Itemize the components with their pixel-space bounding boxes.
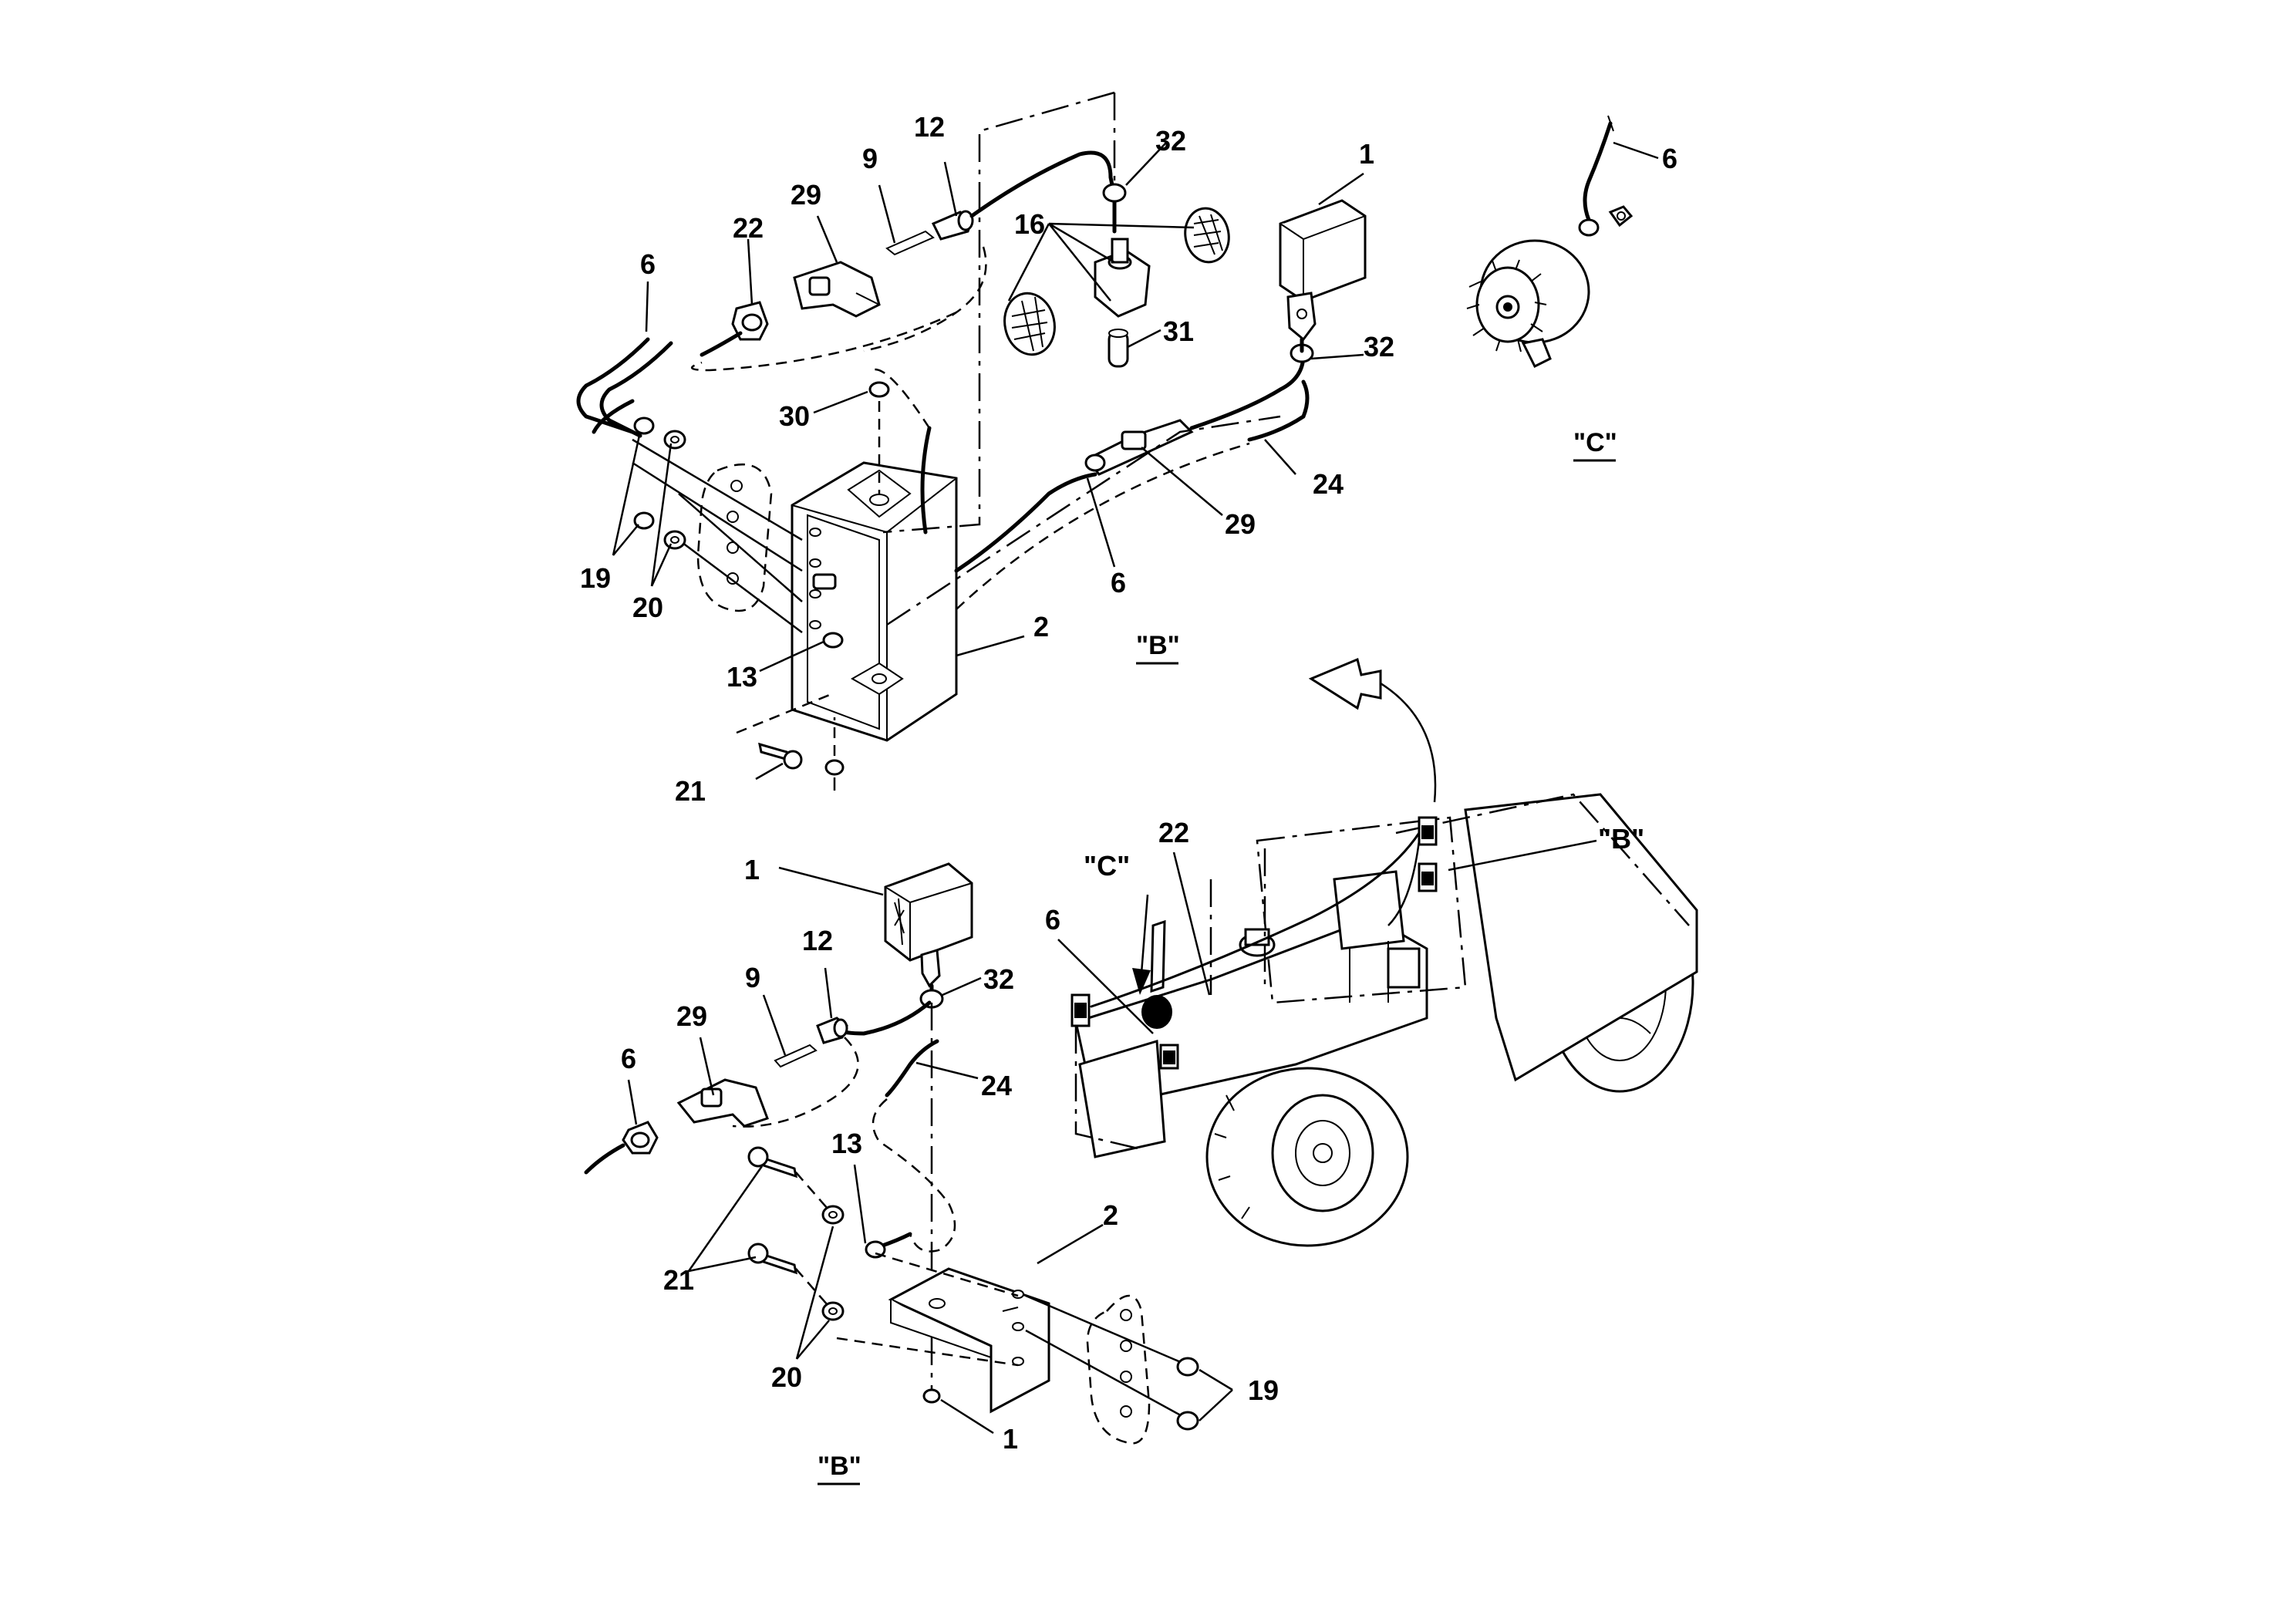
callout-29-bottom: 29 [676,1000,707,1032]
callout-30-top: 30 [779,400,810,432]
leader-lines [612,141,1659,1435]
callout-24-top: 24 [1313,468,1344,500]
lower-assembly [584,862,1199,1445]
callout-6-bottom: 6 [621,1043,636,1074]
callout-32-top-b: 32 [1364,331,1394,363]
callout-32-bottom: 32 [983,963,1014,995]
callout-29-top-a: 29 [791,179,821,211]
callout-6-top-b: 6 [1111,567,1126,599]
callout-13-bottom: 13 [831,1128,862,1159]
view-c-alternator [1466,115,1633,369]
work-lamp-bottom [884,862,973,997]
callout-12-top: 12 [914,111,945,143]
callout-2-bottom: 2 [1103,1199,1118,1231]
callout-32-top-a: 32 [1155,125,1186,157]
callout-24-bottom: 24 [981,1070,1012,1101]
callout-29-top-b: 29 [1225,508,1256,540]
roller-machine [1070,657,1698,1247]
callout-20-top: 20 [632,592,663,623]
view-label-b-top: "B" [1136,631,1180,660]
mounting-box [791,461,958,742]
callout-22-top: 22 [733,212,764,244]
callout-21-top: 21 [675,775,706,807]
callout-12-bottom: 12 [802,925,833,956]
callout-22-machine: 22 [1158,817,1189,848]
callout-9-bottom: 9 [745,962,760,993]
callout-6-machine: 6 [1045,904,1060,936]
callout-c-machine: "C" [1084,850,1130,882]
callout-19-top: 19 [580,562,611,594]
view-labels: "C" "B" "B" [818,428,1617,1485]
callout-1-bottom-nut: 1 [1003,1423,1018,1455]
callout-21-bottom: 21 [663,1264,694,1296]
callout-9-top: 9 [862,143,878,174]
work-lamp-top [1279,199,1367,353]
callout-numbers: 1 32 12 9 29 22 6 16 31 32 30 19 20 13 2… [580,111,1677,1455]
upper-assembly [576,91,1367,791]
callout-31-top: 31 [1163,315,1194,347]
callout-19-bottom: 19 [1248,1374,1279,1406]
callout-b-machine: "B" [1598,823,1644,855]
callout-20-bottom: 20 [771,1361,802,1393]
callout-1-bottom-lamp: 1 [744,854,760,885]
callout-2-top: 2 [1033,611,1049,642]
callout-6-top-a: 6 [640,248,656,280]
l-bracket [888,1267,1050,1414]
view-label-c: "C" [1573,428,1617,457]
callout-16-top: 16 [1014,208,1045,240]
callout-13-top: 13 [727,661,757,693]
callout-6-view-c: 6 [1662,143,1677,174]
view-label-b-bottom: "B" [818,1452,861,1481]
callout-1-top-lamp: 1 [1359,138,1374,170]
